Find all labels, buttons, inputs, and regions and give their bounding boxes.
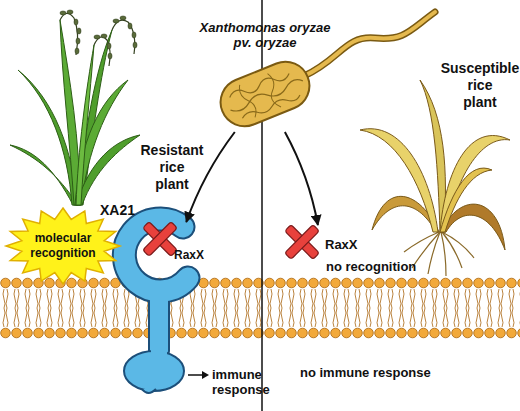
drawing-part — [113, 19, 119, 23]
drawing-part — [441, 232, 446, 276]
drawing-part — [442, 232, 474, 258]
raxx-peptide-shape — [143, 222, 177, 256]
bacterium-cell-shape — [195, 56, 335, 132]
drawing-part — [151, 289, 167, 349]
drawing-part — [188, 374, 203, 376]
text-label: Resistant rice plant — [132, 142, 212, 193]
rice-panicles — [60, 10, 137, 66]
drawing-part — [60, 13, 78, 55]
drawing-part — [120, 16, 126, 20]
recognition-burst: molecular recognition — [6, 208, 120, 284]
drawing-part — [149, 287, 169, 357]
node-label: RaxX — [325, 237, 358, 252]
drawing-part — [124, 351, 184, 391]
node-label: XA21 — [100, 203, 135, 218]
cell-membrane — [0, 277, 520, 339]
drawing-part — [143, 222, 178, 257]
drawing-part — [237, 73, 283, 120]
drawing-part — [94, 35, 100, 39]
drawing-part — [404, 232, 439, 252]
signal-arrow — [188, 371, 209, 379]
drawing-part — [132, 32, 136, 38]
text-label: immune response — [212, 367, 282, 397]
drawing-part — [213, 55, 316, 134]
drawing-part — [440, 168, 492, 232]
drawing-part — [107, 43, 111, 49]
panel-divider — [261, 0, 263, 411]
drawing-part — [74, 19, 78, 25]
drawing-part — [151, 343, 167, 355]
infection-arrow — [285, 132, 318, 225]
drawing-part — [76, 45, 94, 205]
drawing-part — [60, 11, 66, 15]
raxx-peptide: RaxX — [143, 222, 207, 264]
node-label: RaxX — [174, 248, 204, 263]
drawing-part — [440, 136, 510, 232]
drawing-part — [112, 20, 135, 54]
drawing-part — [143, 222, 178, 257]
drawing-part — [6, 208, 120, 284]
node-label: molecular recognition — [21, 231, 105, 261]
text-label: no immune response — [300, 365, 431, 380]
drawing-part — [0, 327, 520, 339]
drawing-part — [142, 389, 156, 393]
drawing-part — [229, 77, 304, 114]
bacterium-cell: Xanthomonas oryzae pv. oryzae — [195, 20, 335, 132]
drawing-part — [108, 53, 112, 59]
drawing-part — [0, 277, 520, 289]
drawing-part — [75, 48, 79, 54]
raxx-peptide-shape — [285, 225, 319, 259]
drawing-part — [202, 371, 209, 379]
drawing-part — [213, 55, 316, 134]
drawing-part — [133, 42, 137, 48]
drawing-part — [128, 23, 132, 29]
infection-arrow — [186, 132, 235, 222]
drawing-part — [101, 34, 107, 38]
drawing-part — [77, 28, 81, 34]
drawing-part — [360, 129, 438, 232]
text-label: no recognition — [326, 259, 416, 274]
resistant-rice-plant — [10, 20, 140, 205]
drawing-part — [67, 10, 73, 14]
drawing-part — [76, 38, 80, 44]
drawing-part — [285, 225, 320, 260]
drawing-part — [285, 225, 320, 260]
drawing-part — [94, 37, 110, 66]
drawing-part — [0, 289, 520, 327]
text-label: Susceptible rice plant — [440, 60, 520, 111]
drawing-part — [428, 232, 440, 274]
drawing-part — [420, 80, 445, 232]
node-label: Xanthomonas oryzae pv. oryzae — [195, 20, 335, 50]
drawing-part — [228, 70, 290, 101]
